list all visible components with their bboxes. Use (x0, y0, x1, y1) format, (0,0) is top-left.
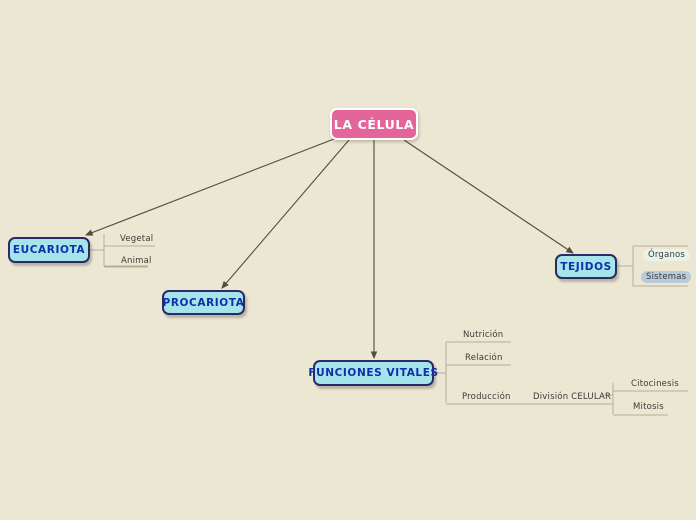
node-procariota-label: PROCARIOTA (162, 296, 245, 309)
node-la-celula-label: LA CÉLULA (333, 116, 415, 132)
node-tejidos[interactable]: TEJIDOS (555, 254, 617, 279)
node-tejidos-label: TEJIDOS (560, 260, 612, 273)
leaf-vegetal[interactable]: Vegetal (120, 234, 154, 244)
leaf-relacion[interactable]: Relación (465, 353, 503, 363)
leaf-division-celular[interactable]: División CELULAR (533, 392, 612, 402)
edge-root-to-eucariota (84, 138, 335, 236)
node-eucariota[interactable]: EUCARIOTA (8, 237, 90, 263)
edge-root-to-tejidos (403, 139, 574, 254)
node-funciones-vitales-label: FUNCIONES VITALES (308, 367, 439, 379)
leaf-organos[interactable]: Órganos (643, 249, 691, 261)
node-la-celula[interactable]: LA CÉLULA (330, 108, 418, 140)
leaf-animal[interactable]: Animal (121, 256, 152, 266)
node-eucariota-label: EUCARIOTA (12, 244, 86, 256)
leaf-citocinesis[interactable]: Citocinesis (631, 379, 679, 389)
leaf-produccion[interactable]: Producción (462, 392, 511, 402)
bracket-tejidos (617, 246, 634, 286)
leaf-nutricion[interactable]: Nutrición (463, 330, 504, 340)
node-procariota[interactable]: PROCARIOTA (162, 290, 245, 315)
leaf-sistemas[interactable]: Sistemas (641, 271, 692, 283)
edge-root-to-procariota (221, 139, 350, 289)
leaf-mitosis[interactable]: Mitosis (633, 402, 664, 412)
node-funciones-vitales[interactable]: FUNCIONES VITALES (308, 360, 438, 386)
